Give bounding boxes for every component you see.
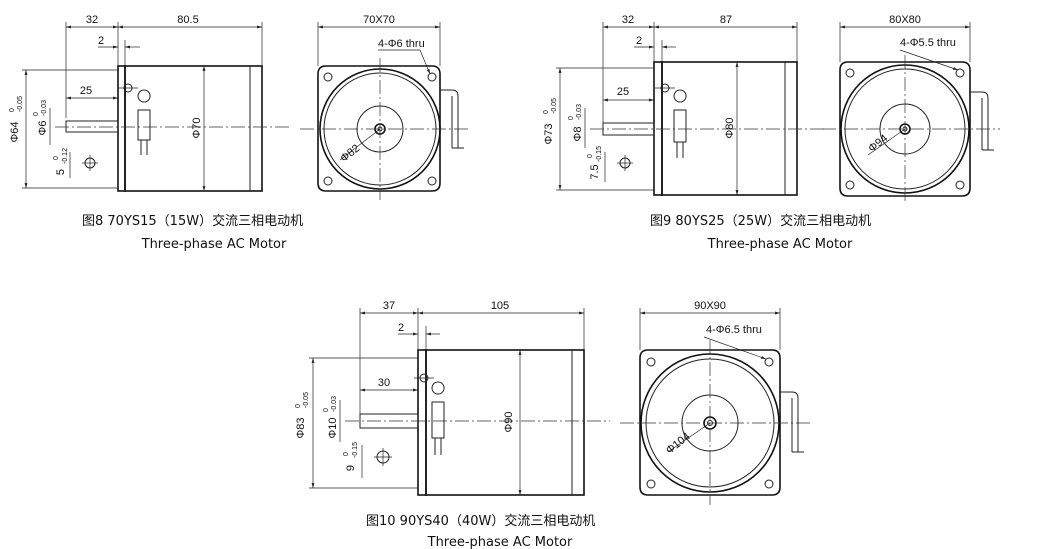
fig10-pilot-dia-dim: Φ83 xyxy=(295,417,307,438)
fig10-bolt-circle-dim: Φ104 xyxy=(664,431,693,457)
fig8-square-dim: 70X70 xyxy=(363,14,395,26)
fig9-flat-dim: 7.5 xyxy=(589,164,601,179)
figure-8-side-view xyxy=(22,22,290,192)
fig9-shaft-dia-dim: Φ8 xyxy=(572,127,584,142)
fig8-bolt-circle-dim: Φ82 xyxy=(338,142,362,164)
fig8-holes-dim: 4-Φ6 thru xyxy=(378,38,425,50)
figure-10-side-view xyxy=(309,308,610,496)
fig9-shaft-len-dim: 25 xyxy=(617,86,629,98)
fig9-subcaption: Three-phase AC Motor xyxy=(707,237,853,252)
fig8-subcaption: Three-phase AC Motor xyxy=(141,237,287,252)
fig9-bolt-circle-dim: Φ94 xyxy=(866,132,890,154)
fig10-shaft-tol-low: -0.03 xyxy=(331,396,338,412)
fig10-flat-tol-up: 0 xyxy=(343,452,350,456)
fig10-body-dia-dim: Φ90 xyxy=(503,411,515,432)
fig10-shaft-len-dim: 30 xyxy=(378,377,390,389)
fig10-pilot-tol-low: -0.05 xyxy=(303,392,310,408)
fig9-caption: 图9 80YS25（25W）交流三相电动机 xyxy=(650,213,871,229)
fig8-shaft-dia-dim: Φ6 xyxy=(37,121,49,136)
fig9-flat-tol-low: -0.15 xyxy=(596,146,603,162)
figure-9-side-view xyxy=(556,22,825,196)
figure-8-front-view xyxy=(300,22,470,200)
fig9-flange-dim: 32 xyxy=(622,14,634,26)
fig8-pilot-tol-up: 0 xyxy=(9,108,16,112)
fig8-body-dia-dim: Φ70 xyxy=(191,117,203,138)
fig9-body-dim: 87 xyxy=(720,14,732,26)
fig8-caption: 图8 70YS15（15W）交流三相电动机 xyxy=(82,213,303,229)
fig9-shaft-tol-up: 0 xyxy=(568,116,575,120)
figure-9-front-view xyxy=(822,22,1000,203)
fig8-flat-dim: 5 xyxy=(55,169,67,175)
fig8-flat-tol-low: -0.12 xyxy=(62,148,69,164)
fig8-pilot-dia-dim: Φ64 xyxy=(9,121,21,142)
fig9-pilot-tol-low: -0.05 xyxy=(551,98,558,114)
figure-8 xyxy=(22,22,470,200)
fig10-flat-tol-low: -0.15 xyxy=(352,442,359,458)
fig10-shaft-tol-up: 0 xyxy=(323,408,330,412)
fig10-holes-dim: 4-Φ6.5 thru xyxy=(706,324,762,336)
fig8-shaft-len-dim: 25 xyxy=(80,85,92,97)
fig9-flat-tol-up: 0 xyxy=(587,154,594,158)
fig10-caption: 图10 90YS40（40W）交流三相电动机 xyxy=(366,513,595,529)
fig8-shaft-tol-low: -0.03 xyxy=(41,100,48,116)
fig8-body-dim: 80.5 xyxy=(177,14,198,26)
fig8-pilot-tol-low: -0.05 xyxy=(17,96,24,112)
fig8-flat-tol-up: 0 xyxy=(53,156,60,160)
fig10-shaft-dia-dim: Φ10 xyxy=(327,417,339,438)
figure-10-front-view xyxy=(620,308,810,505)
fig10-square-dim: 90X90 xyxy=(694,300,726,312)
fig10-flat-dim: 9 xyxy=(345,465,357,471)
fig10-body-dim: 105 xyxy=(491,300,509,312)
fig9-body-dia-dim: Φ80 xyxy=(724,117,736,138)
fig8-shaft-tol-up: 0 xyxy=(33,112,40,116)
fig9-pilot-tol-up: 0 xyxy=(543,110,550,114)
fig9-shaft-tol-low: -0.03 xyxy=(576,104,583,120)
figure-9 xyxy=(556,22,1000,203)
fig10-pilot-tol-up: 0 xyxy=(295,404,302,408)
fig9-holes-dim: 4-Φ5.5 thru xyxy=(900,37,956,49)
fig9-square-dim: 80X80 xyxy=(889,14,921,26)
fig10-gap-dim: 2 xyxy=(398,322,404,334)
fig9-pilot-dia-dim: Φ73 xyxy=(543,123,555,144)
fig9-gap-dim: 2 xyxy=(636,35,642,47)
fig8-flange-dim: 32 xyxy=(86,14,98,26)
fig10-subcaption: Three-phase AC Motor xyxy=(427,535,573,549)
fig8-gap-dim: 2 xyxy=(98,35,104,47)
figure-10 xyxy=(309,308,810,505)
fig10-flange-dim: 37 xyxy=(383,300,395,312)
